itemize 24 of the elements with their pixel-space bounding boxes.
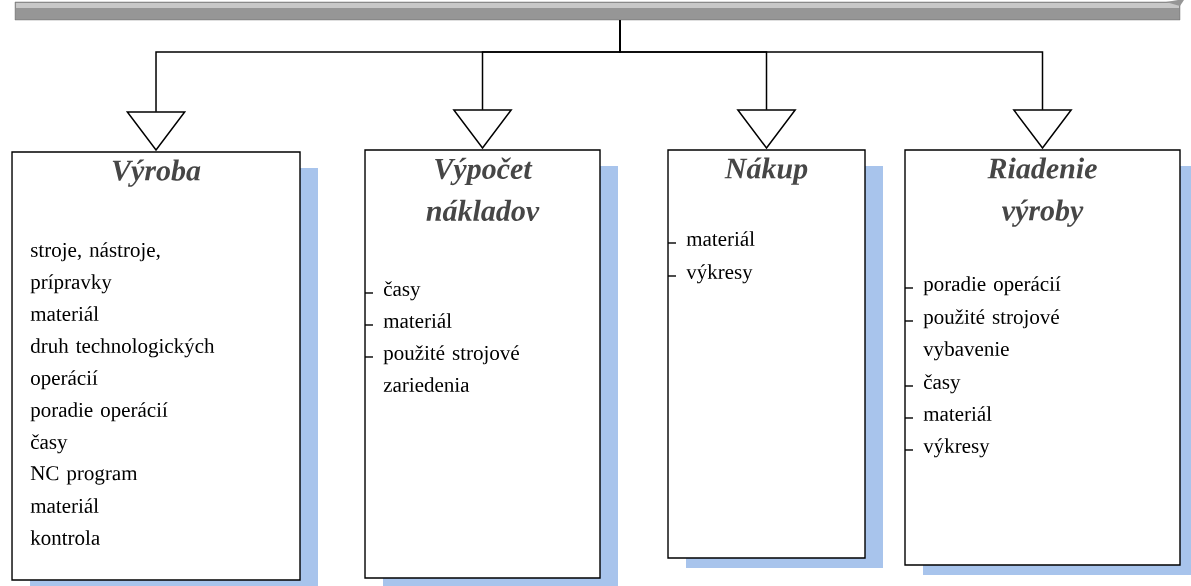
list-item: materiál xyxy=(923,406,992,421)
list-item: výkresy xyxy=(686,264,753,284)
bar xyxy=(14,0,1184,21)
list-box xyxy=(11,151,318,586)
list-item: materiál xyxy=(383,313,452,328)
list-item: NC program xyxy=(30,466,138,485)
list-item: materiál xyxy=(30,498,99,513)
list-item: materiál xyxy=(686,231,755,246)
box-heading: Výroba xyxy=(112,159,201,187)
list-item: použité strojové zariedenia xyxy=(383,345,519,392)
box-heading: Výpočet nákladov xyxy=(426,157,540,221)
list-box xyxy=(364,149,618,586)
list-item: poradie operácií xyxy=(923,276,1061,296)
list-item: časy xyxy=(924,374,961,394)
list-item: výkresy xyxy=(923,438,990,458)
list-box xyxy=(904,149,1191,575)
list-item: časy xyxy=(384,281,421,301)
list-item: kontrola xyxy=(30,530,100,545)
list-item: materiál xyxy=(30,306,99,321)
box-heading: Riadenie výroby xyxy=(987,157,1097,227)
box-heading: Nákup xyxy=(724,157,808,185)
list-item: poradie operácií xyxy=(30,402,168,422)
list-item: časy xyxy=(31,434,68,454)
list-box xyxy=(667,149,883,568)
